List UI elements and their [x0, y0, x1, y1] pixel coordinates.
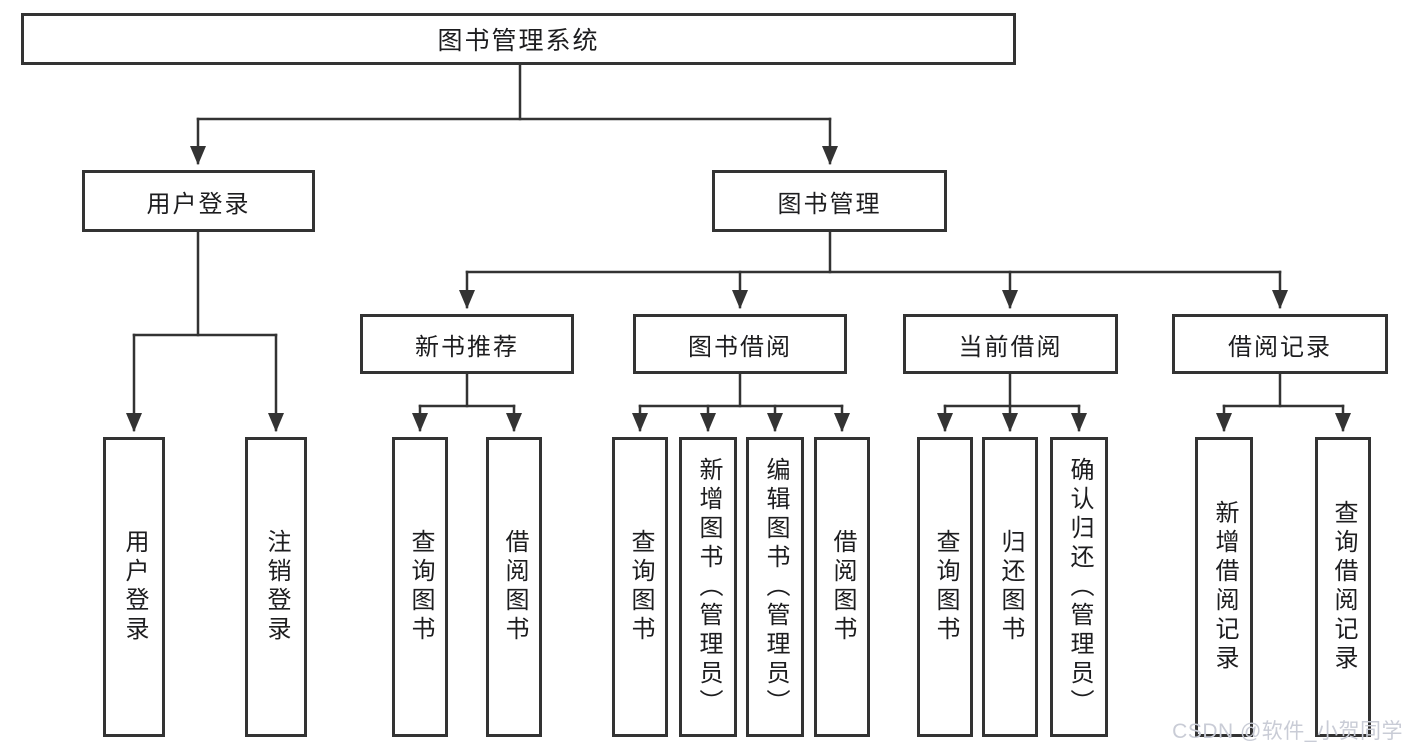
- leaf-label: 查询图书: [627, 529, 654, 645]
- leaf-label: 用户登录: [121, 529, 148, 645]
- leaf-label: 新增借阅记录: [1211, 500, 1238, 674]
- leaf-label: 注销登录: [263, 529, 290, 645]
- leaf-query-books-newrec: 查询图书: [392, 437, 448, 737]
- node-library-management-system: 图书管理系统: [21, 13, 1016, 65]
- node-user-login: 用户登录: [82, 170, 315, 232]
- leaf-label: 查询借阅记录: [1330, 500, 1357, 674]
- node-new-book-recommend: 新书推荐: [360, 314, 574, 374]
- leaf-label: 借阅图书: [501, 529, 528, 645]
- leaf-label: 新增图书（管理员）: [695, 456, 722, 718]
- leaf-query-books-borrow: 查询图书: [612, 437, 668, 737]
- node-label: 新书推荐: [415, 333, 519, 361]
- node-label: 图书管理系统: [437, 27, 600, 55]
- leaf-label: 借阅图书: [829, 529, 856, 645]
- node-label: 当前借阅: [958, 333, 1063, 361]
- leaf-label: 查询图书: [932, 529, 959, 645]
- leaf-label: 查询图书: [407, 529, 434, 645]
- node-label: 图书管理: [777, 190, 882, 218]
- node-book-borrowing: 图书借阅: [633, 314, 847, 374]
- leaf-borrow-books-borrow: 借阅图书: [814, 437, 870, 737]
- leaf-logout: 注销登录: [245, 437, 307, 737]
- leaf-borrow-books-newrec: 借阅图书: [486, 437, 542, 737]
- node-label: 借阅记录: [1228, 333, 1332, 361]
- node-book-management: 图书管理: [712, 170, 947, 232]
- leaf-query-borrow-record: 查询借阅记录: [1315, 437, 1371, 737]
- node-label: 用户登录: [146, 190, 251, 218]
- leaf-add-book-admin: 新增图书（管理员）: [679, 437, 737, 737]
- leaf-label: 确认归还（管理员）: [1066, 456, 1093, 718]
- node-current-borrowing: 当前借阅: [903, 314, 1118, 374]
- node-borrowing-records: 借阅记录: [1172, 314, 1388, 374]
- leaf-user-login: 用户登录: [103, 437, 165, 737]
- leaf-label: 编辑图书（管理员）: [762, 456, 789, 718]
- leaf-query-books-current: 查询图书: [917, 437, 973, 737]
- csdn-watermark: CSDN @软件_小贺同学: [1172, 720, 1403, 743]
- node-label: 图书借阅: [688, 333, 792, 361]
- leaf-confirm-return-admin: 确认归还（管理员）: [1050, 437, 1108, 737]
- leaf-edit-book-admin: 编辑图书（管理员）: [746, 437, 804, 737]
- leaf-label: 归还图书: [997, 529, 1024, 645]
- leaf-return-book: 归还图书: [982, 437, 1038, 737]
- leaf-add-borrow-record: 新增借阅记录: [1195, 437, 1253, 737]
